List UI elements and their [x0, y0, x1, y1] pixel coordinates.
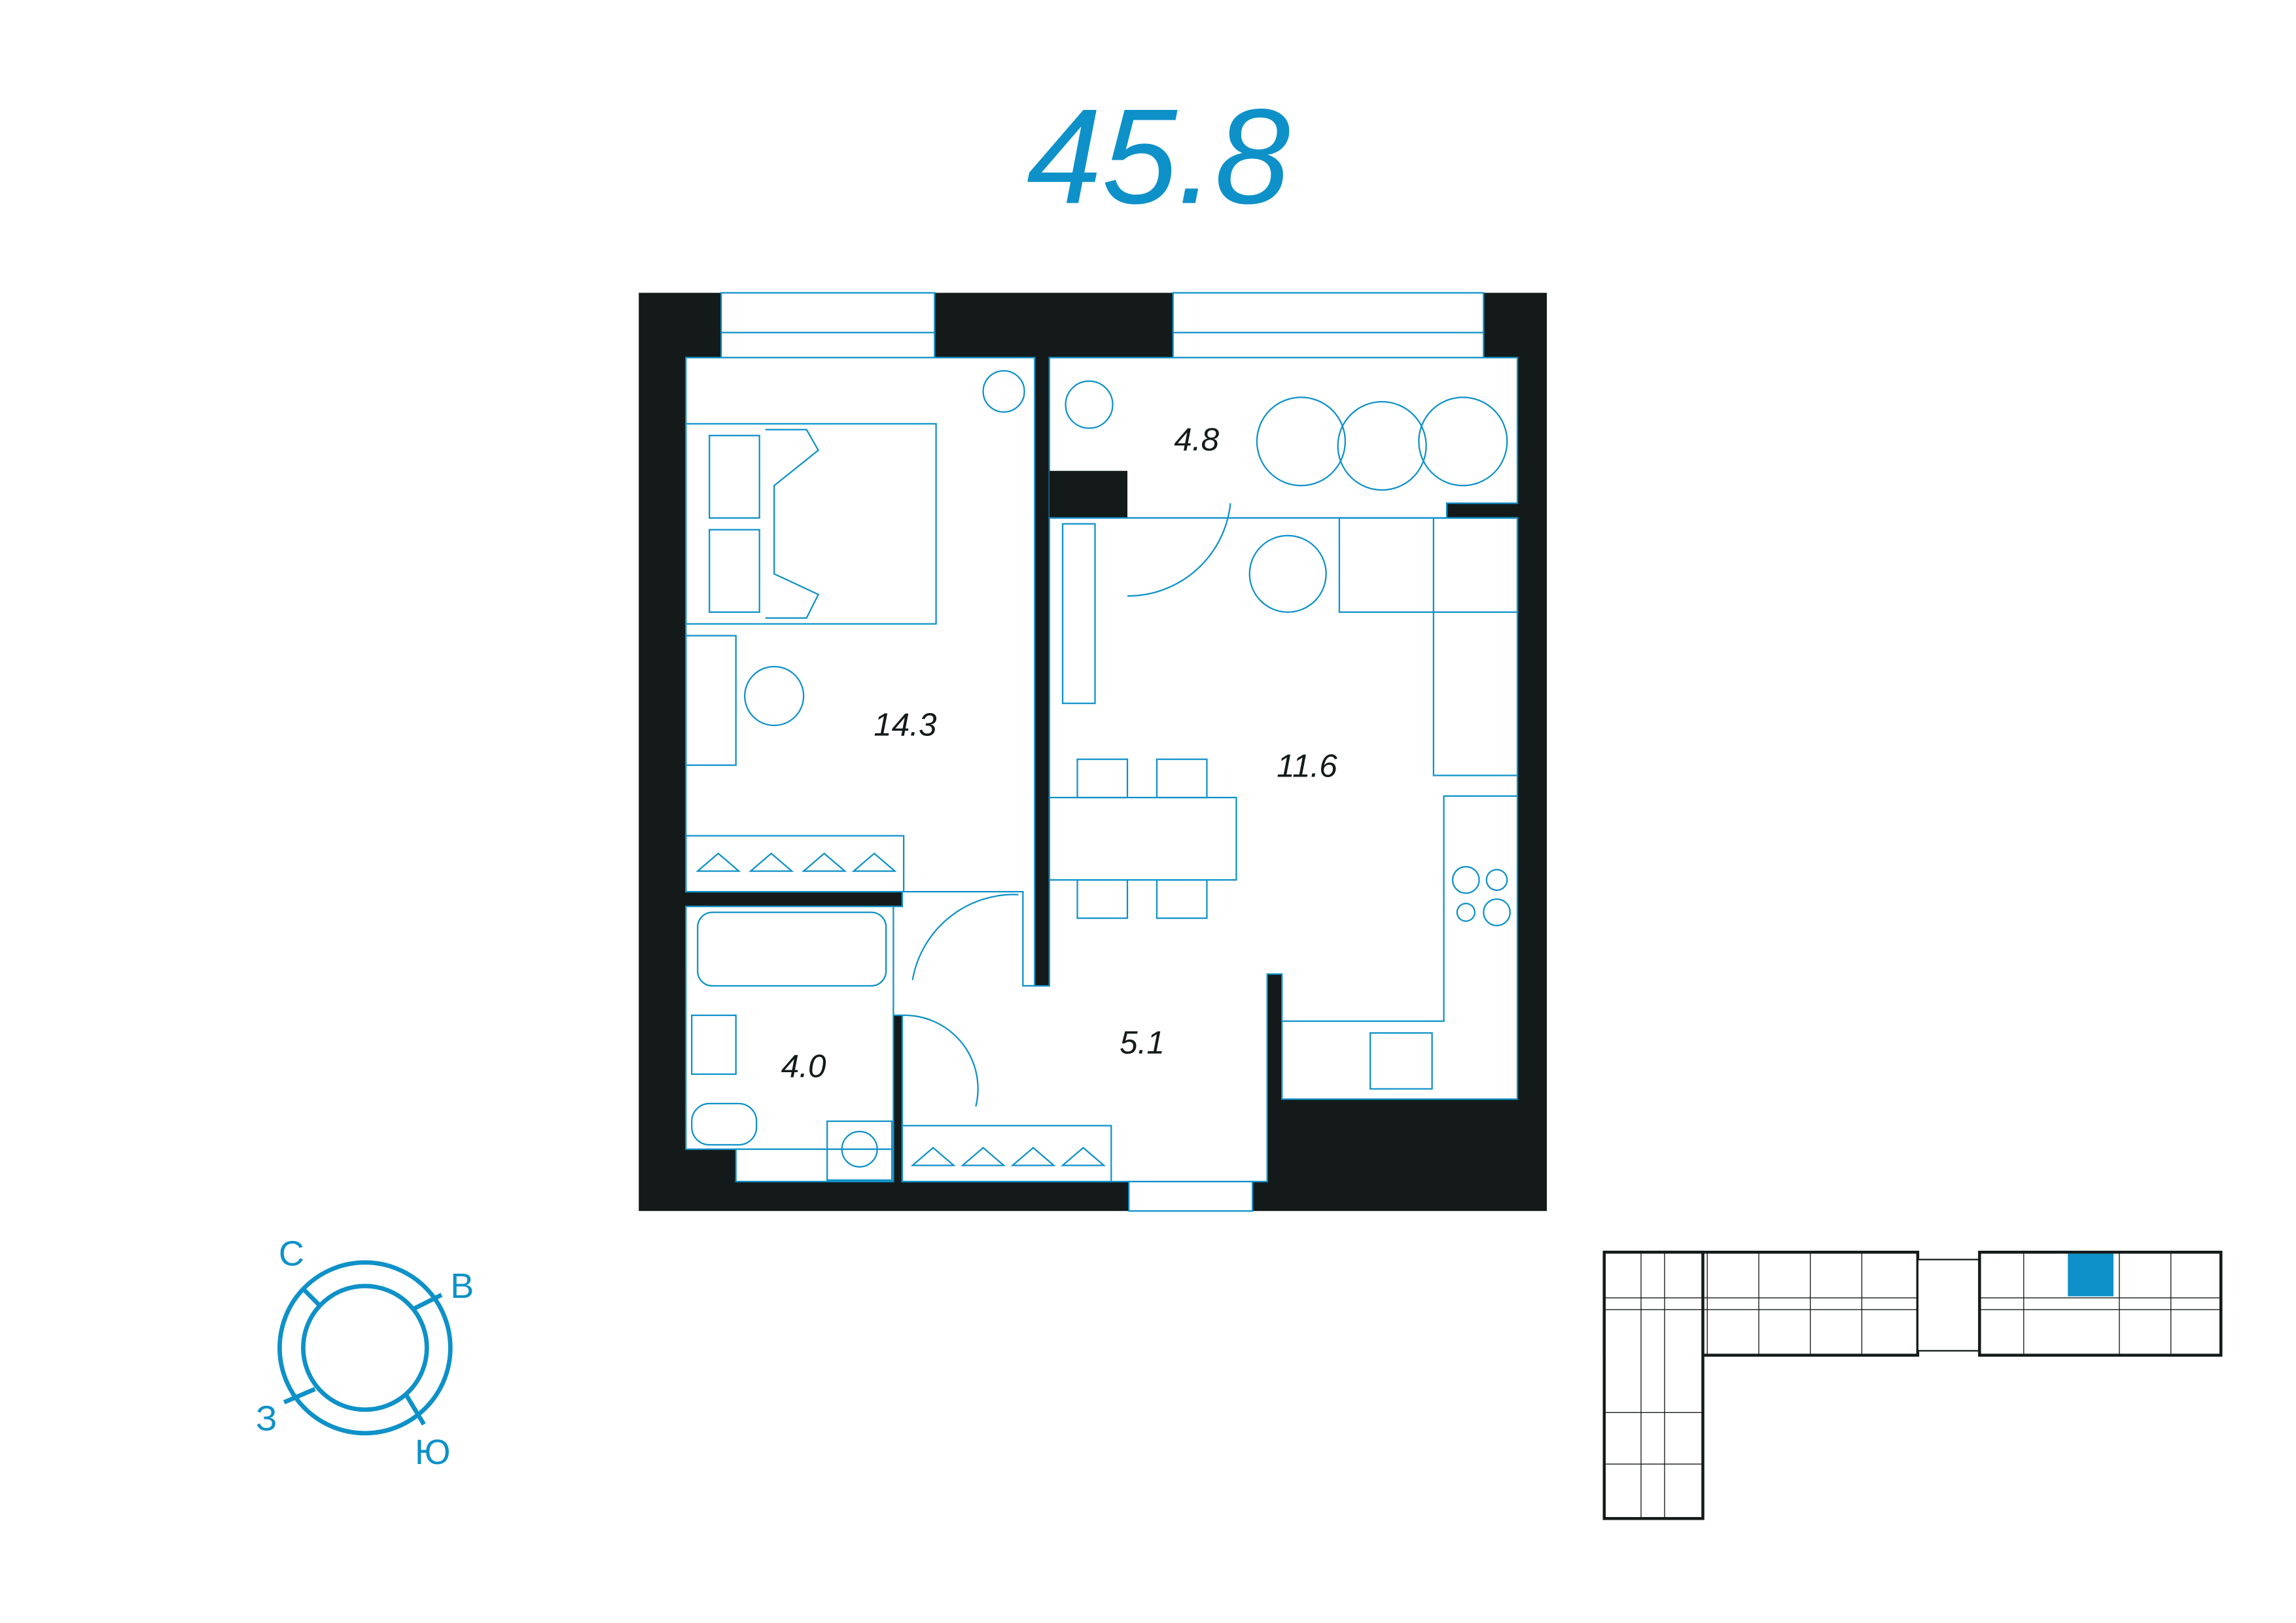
tv-cabinet-icon — [1061, 523, 1096, 705]
room-bathroom — [685, 905, 894, 1150]
bed-icon — [685, 423, 937, 625]
total-area-title: 45.8 — [1027, 80, 1290, 232]
room-area-bathroom: 4.0 — [781, 1049, 826, 1085]
compass-west-label: З — [256, 1399, 277, 1438]
highlighted-apartment — [2068, 1253, 2114, 1297]
sofa-icon — [1338, 517, 1519, 777]
hall-wardrobe-icon — [901, 1125, 1112, 1183]
door-swing-icon — [902, 1014, 979, 1107]
building-key-plan — [1602, 1250, 2223, 1520]
monstera-plant-icon — [1248, 534, 1327, 613]
room-area-bedroom: 14.3 — [874, 707, 937, 743]
apartment-plan — [639, 292, 1547, 1212]
entrance-door — [1128, 1181, 1254, 1212]
door-swing-icon — [1127, 503, 1231, 597]
bathtub-icon — [697, 911, 887, 987]
dining-table-icon — [1048, 758, 1237, 919]
washing-machine-icon — [826, 1120, 893, 1181]
compass-east-label: В — [450, 1266, 474, 1306]
toilet-icon — [691, 1102, 758, 1146]
door-swing-icon — [911, 894, 1019, 981]
room-area-hallway: 5.1 — [1120, 1025, 1165, 1061]
compass-south-label: Ю — [415, 1433, 451, 1472]
stool-icon — [744, 665, 805, 727]
plant-icon — [982, 370, 1025, 413]
compass-north-label: С — [279, 1234, 304, 1273]
wardrobe-icon — [685, 835, 905, 893]
plant-icon — [1065, 380, 1114, 429]
window-bedroom — [720, 292, 936, 358]
balcony-table-icon — [1256, 396, 1508, 491]
compass: С В З Ю — [256, 1234, 474, 1472]
room-area-kitchen-living: 11.6 — [1277, 748, 1337, 784]
desk-icon — [685, 635, 737, 766]
window-balcony — [1172, 292, 1485, 358]
room-area-balcony: 4.8 — [1174, 421, 1219, 457]
kitchen-counter-icon — [1282, 795, 1518, 1090]
sink-icon — [691, 1014, 737, 1075]
